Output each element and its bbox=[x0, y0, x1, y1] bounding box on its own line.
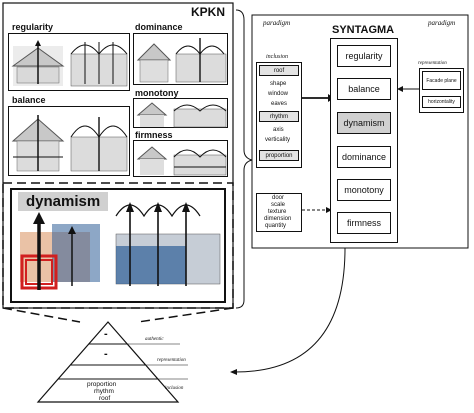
door-item-texture: texture bbox=[268, 209, 287, 215]
dashed-line-left bbox=[2, 307, 81, 323]
representation-box bbox=[419, 68, 464, 113]
paradigm-label-right: paradigm bbox=[428, 19, 456, 27]
representation-horizontality: horizontality bbox=[422, 96, 461, 108]
panel-label-monotony: monotony bbox=[135, 88, 179, 98]
door-box bbox=[256, 193, 302, 232]
pyramid-top-label: - bbox=[104, 328, 108, 340]
pyramid-level-representation: representation bbox=[157, 358, 186, 363]
syntagma-column bbox=[330, 38, 398, 243]
inclusion-roof-eaves: eaves bbox=[271, 101, 288, 107]
representation-facade: Facade plane bbox=[422, 71, 461, 90]
inclusion-roof: roof bbox=[259, 65, 299, 76]
pyramid bbox=[36, 321, 180, 403]
inclusion-rhythm: rhythm bbox=[259, 111, 299, 122]
inclusion-label: inclusion bbox=[266, 54, 288, 60]
door-item-dimension: dimension bbox=[264, 216, 292, 222]
pyramid-bottom-proportion: proportion bbox=[87, 381, 117, 388]
syntagma-frame bbox=[251, 14, 469, 249]
panel-monotony bbox=[133, 98, 228, 128]
door-item-quantity: quantity bbox=[265, 223, 287, 229]
syntagma-item-firmness: firmness bbox=[337, 212, 391, 234]
syntagma-item-balance: balance bbox=[337, 78, 391, 100]
inclusion-rhythm-axis: axis bbox=[273, 127, 284, 133]
pyramid-middle-label: - bbox=[104, 348, 108, 360]
inclusion-roof-shape: shape bbox=[270, 81, 287, 87]
syntagma-item-monotony: monotony bbox=[337, 179, 391, 201]
dynamism-dashed-frame bbox=[2, 182, 234, 309]
panel-dominance bbox=[133, 33, 228, 85]
inclusion-rhythm-verticality: verticality bbox=[265, 137, 291, 143]
syntagma-item-regularity: regularity bbox=[337, 45, 391, 67]
pyramid-bottom-roof: roof bbox=[99, 395, 111, 402]
syntagma-item-dynamism: dynamism bbox=[337, 112, 391, 134]
pyramid-level-authentic: authentic bbox=[145, 337, 164, 342]
kpkn-title: KPKN bbox=[191, 5, 226, 19]
door-item-scale: scale bbox=[271, 202, 286, 208]
panel-balance bbox=[8, 106, 130, 176]
panel-firmness bbox=[133, 140, 228, 177]
inclusion-roof-window: window bbox=[268, 91, 289, 97]
panel-label-dominance: dominance bbox=[135, 22, 183, 32]
dashed-line-right bbox=[137, 307, 234, 323]
pyramid-level-inclusion: inclusion bbox=[165, 386, 184, 391]
panel-label-balance: balance bbox=[12, 95, 46, 105]
door-item-door: door bbox=[272, 195, 285, 201]
pyramid-bottom-rhythm: rhythm bbox=[94, 388, 114, 395]
syntagma-title: SYNTAGMA bbox=[332, 24, 395, 36]
panel-label-firmness: firmness bbox=[135, 130, 173, 140]
representation-label: representation bbox=[418, 61, 447, 66]
panel-label-dynamism: dynamism bbox=[18, 192, 109, 211]
inclusion-proportion: proportion bbox=[259, 150, 299, 161]
curly-brace bbox=[235, 9, 253, 309]
paradigm-label-left: paradigm bbox=[263, 19, 291, 27]
panel-regularity bbox=[8, 33, 130, 91]
syntagma-item-dominance: dominance bbox=[337, 146, 391, 168]
panel-label-regularity: regularity bbox=[12, 22, 54, 32]
panel-dynamism: dynamism bbox=[10, 188, 226, 303]
